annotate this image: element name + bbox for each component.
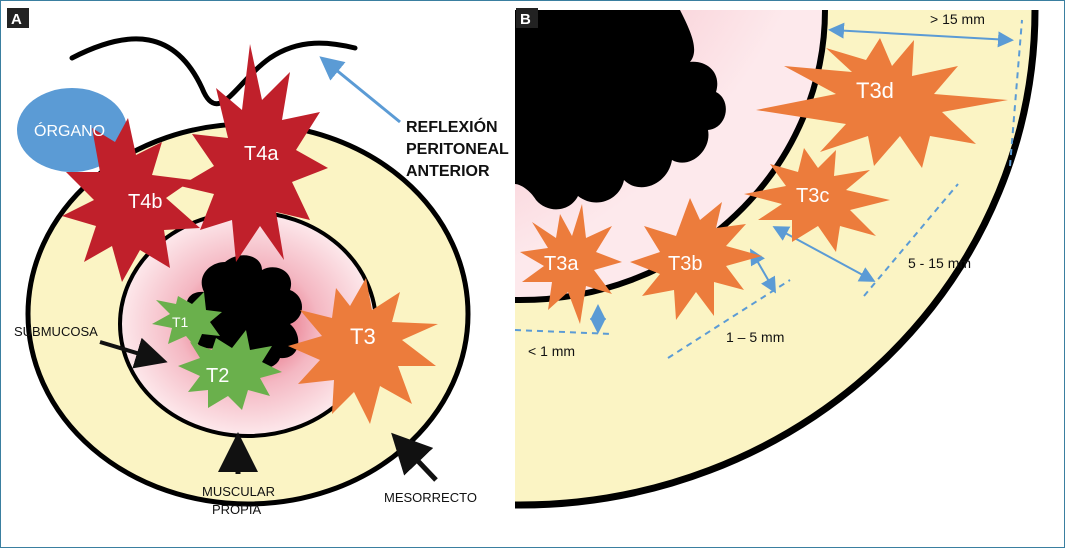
tumor-t3b — [630, 198, 762, 320]
measure-gt15-label: > 15 mm — [930, 11, 985, 27]
organ-label: ÓRGANO — [34, 121, 105, 140]
tumor-t3 — [288, 278, 438, 424]
submucosa-arrow — [99, 337, 168, 369]
panel-b: T3a T3b T3c T3d < 1 mm 1 – 5 mm 5 - 15 m… — [514, 8, 1061, 544]
tumor-t3c-label: T3c — [796, 185, 829, 207]
muscular-label-line2: PROPIA — [212, 502, 261, 517]
submucosa-label: SUBMUCOSA — [14, 324, 98, 339]
tumor-t4b — [62, 118, 200, 282]
measure-lt1-label: < 1 mm — [528, 343, 575, 359]
tumor-t4b-label: T4b — [128, 191, 162, 213]
measure-1-5-label: 1 – 5 mm — [726, 329, 784, 345]
reflexion-label-line2: PERITONEAL — [406, 141, 509, 158]
panel-a-tag: A — [11, 11, 22, 28]
panel-b-tag-box — [516, 8, 538, 28]
tumor-t4a — [180, 44, 328, 262]
b-rectal-lumen — [515, 10, 726, 210]
b-arrow-gt15 — [828, 22, 1014, 48]
tumor-t3a — [520, 204, 622, 324]
peritoneal-reflection-line — [69, 36, 358, 107]
b-dash-1-5 — [667, 279, 791, 359]
tumor-t3d-label: T3d — [856, 78, 894, 103]
reflexion-label-line1: REFLEXIÓN — [406, 117, 498, 136]
b-arrow-1-5 — [749, 248, 777, 294]
tumor-t2 — [178, 330, 282, 410]
b-dash-gt15 — [1009, 19, 1023, 167]
panel-a-tag-box — [7, 8, 29, 28]
tumor-t3a-label: T3a — [544, 253, 579, 275]
b-dash-5-15 — [863, 183, 959, 297]
tumor-t3d — [756, 38, 1008, 168]
mesorrecto-label: MESORRECTO — [384, 490, 477, 505]
tumor-t3-label: T3 — [350, 324, 376, 349]
tumor-t2-label: T2 — [206, 365, 229, 387]
reflexion-label-line3: ANTERIOR — [406, 163, 490, 180]
tumor-t3b-label: T3b — [668, 253, 702, 275]
mesorrecto-arrow — [391, 432, 438, 482]
measure-5-15-label: 5 - 15 mm — [908, 255, 971, 271]
panel-b-tag: B — [520, 11, 531, 28]
tumor-t1 — [152, 292, 222, 348]
muscular-label-line1: MUSCULAR — [202, 484, 275, 499]
reflexion-arrow — [319, 56, 401, 124]
panel-a: T4b T4a T1 T2 T3 ÓRGANO REFLEXIÓN PERITO… — [7, 8, 509, 517]
tumor-t1-label: T1 — [172, 314, 189, 330]
tumor-t3c — [744, 148, 890, 252]
tumor-t4a-label: T4a — [244, 143, 279, 165]
